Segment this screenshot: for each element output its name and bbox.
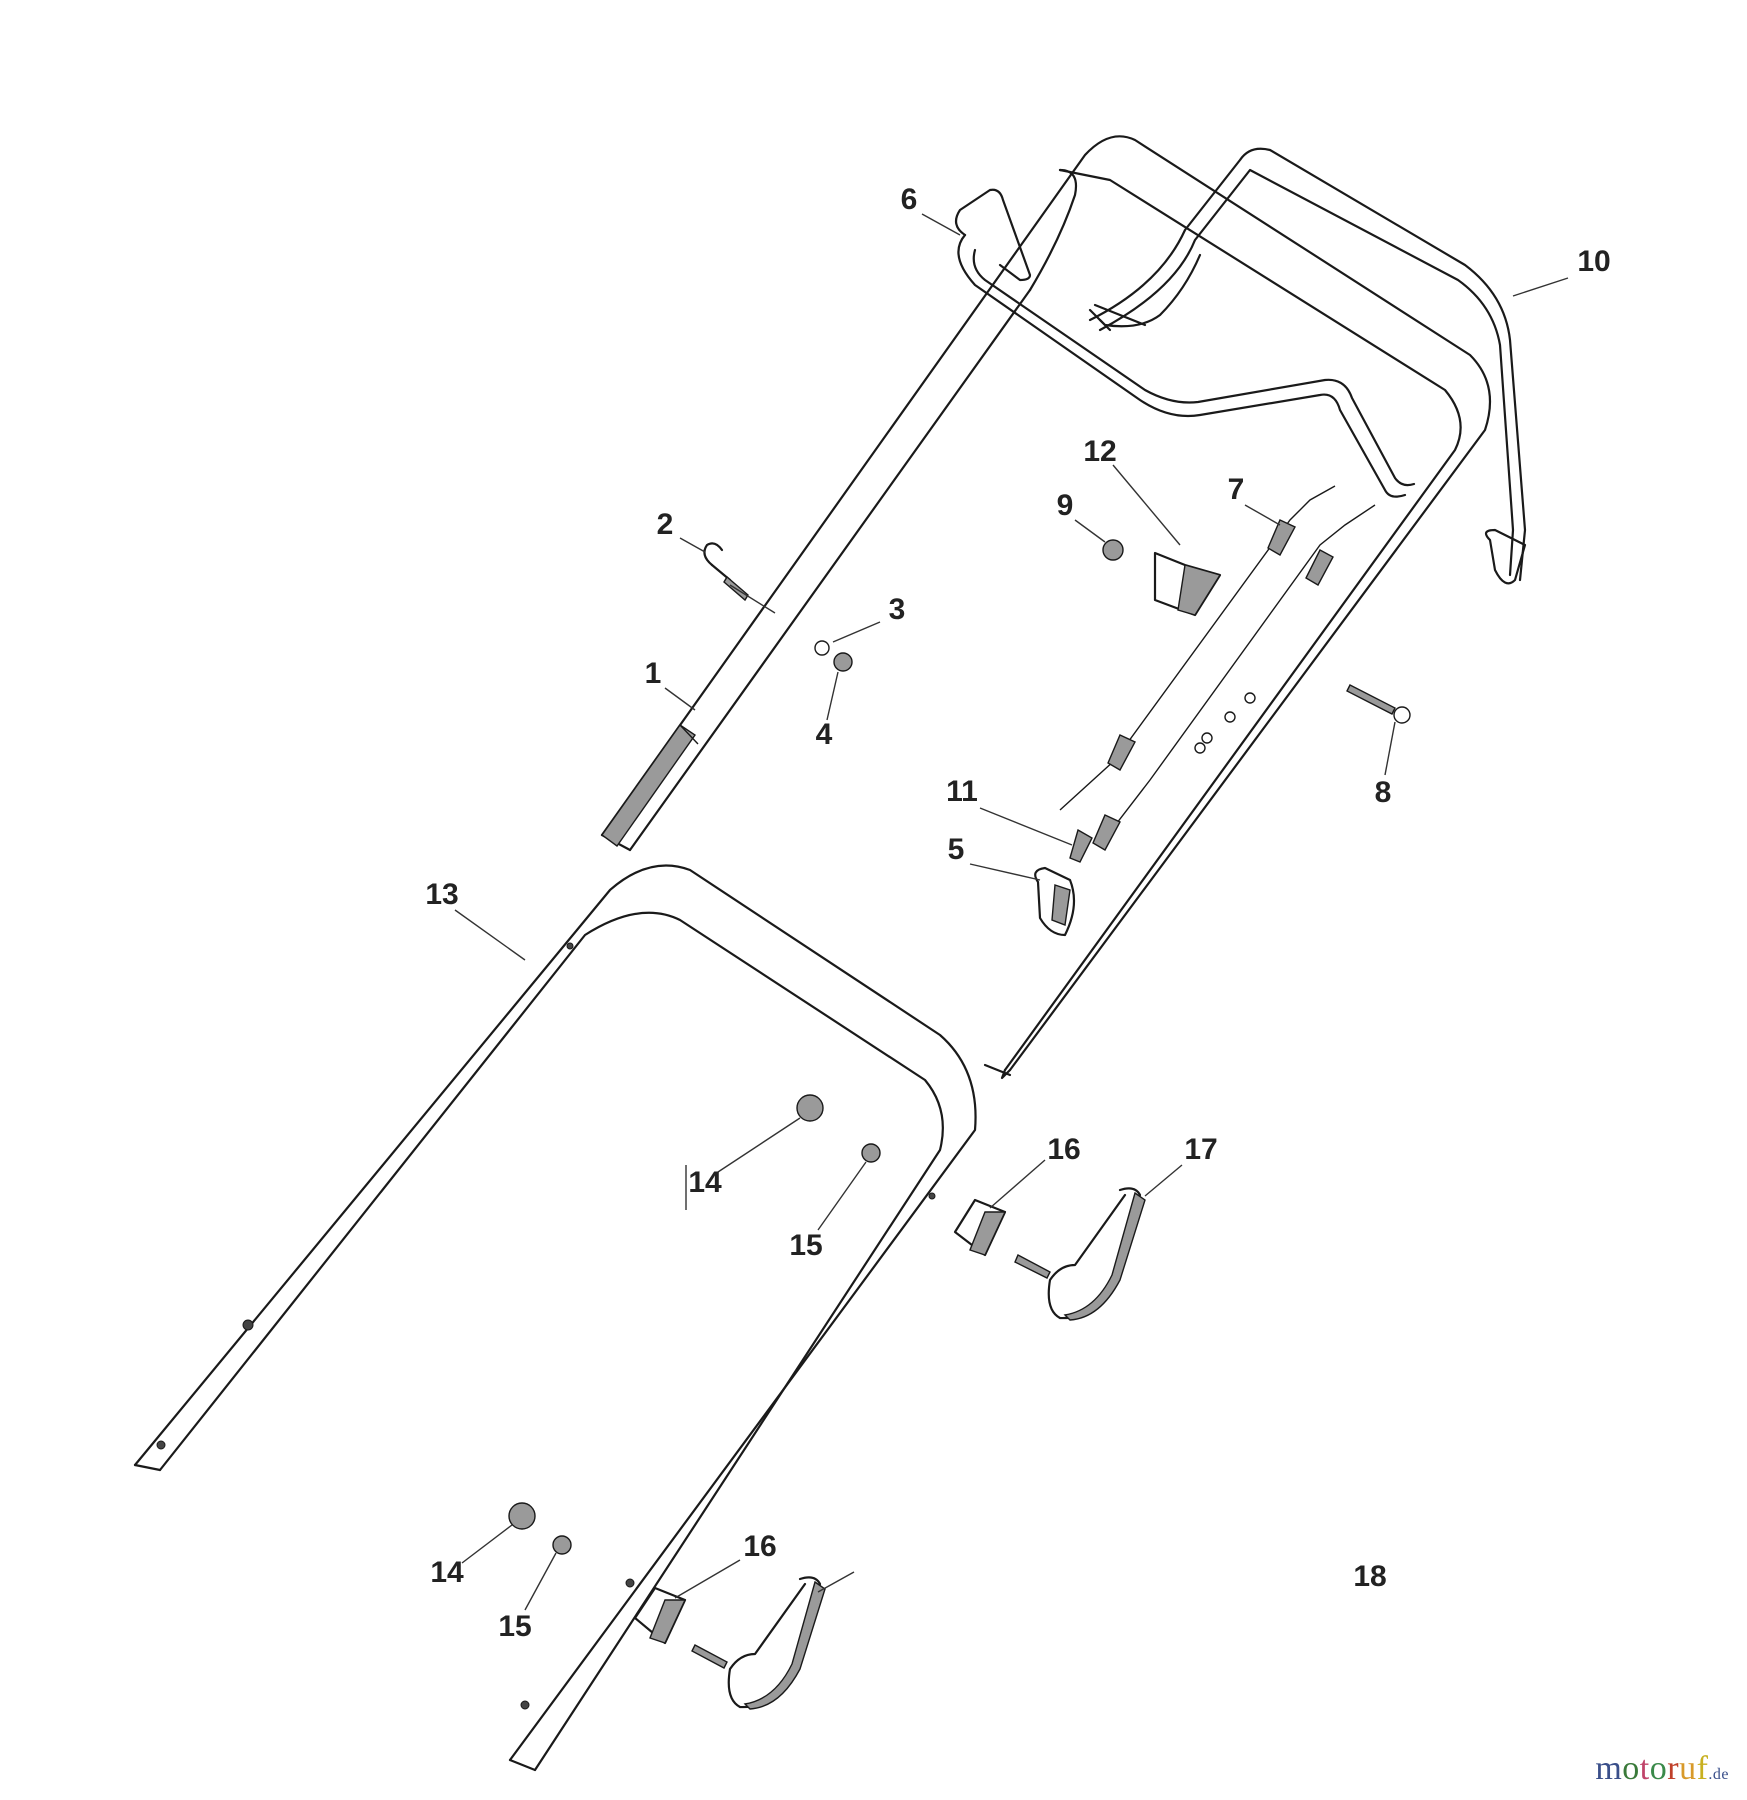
watermark-letter: t: [1639, 1750, 1650, 1787]
callout-15-lower: 15: [498, 1610, 532, 1643]
leader-lines: [454, 213, 1569, 1611]
callout-18: 18: [1353, 1560, 1387, 1593]
control-bar-part-10: [1088, 147, 1527, 585]
callout-12: 12: [1083, 435, 1117, 468]
knob-nut-part-14-upper: [796, 1094, 824, 1122]
callout-11: 11: [946, 775, 978, 808]
callout-16-lower: 16: [743, 1530, 777, 1563]
cable-barrel-part-11: [1069, 828, 1093, 863]
spacer-part-16-upper: [953, 1198, 1007, 1257]
nut-part-15-lower: [552, 1535, 572, 1555]
tube-insert-part-1: [601, 724, 699, 847]
wire-bail-part-6: [954, 188, 1416, 498]
nut-part-15-upper: [861, 1143, 881, 1163]
handle-knob-part-17: [1014, 1187, 1146, 1321]
watermark-tld: .de: [1708, 1766, 1729, 1783]
handle-knob-part-18: [691, 1576, 826, 1710]
callout-4: 4: [815, 718, 833, 751]
callout-5: 5: [947, 833, 965, 866]
upper-handle-tube: [600, 135, 1492, 1080]
callout-14-upper: 14: [688, 1166, 722, 1199]
control-bar-inner-loop: [1088, 253, 1202, 328]
callout-17: 17: [1184, 1133, 1218, 1166]
callout-15-upper: 15: [789, 1229, 823, 1262]
callout-16-upper: 16: [1047, 1133, 1081, 1166]
callout-6: 6: [900, 183, 918, 216]
bolt-part-8: [1346, 684, 1411, 724]
callout-3: 3: [888, 593, 906, 626]
cable-clip-part-12: [1153, 551, 1222, 617]
motoruf-watermark: motoruf.de: [1595, 1750, 1729, 1788]
lower-handle-part-13: [133, 864, 977, 1772]
watermark-letter: r: [1667, 1750, 1680, 1787]
callout-2: 2: [656, 508, 674, 541]
callout-14-lower: 14: [430, 1556, 464, 1589]
watermark-letter: m: [1595, 1750, 1623, 1787]
callout-8: 8: [1374, 776, 1392, 809]
knob-nut-part-14-lower: [508, 1502, 536, 1530]
nut-part-4: [833, 652, 853, 672]
watermark-letter: o: [1649, 1750, 1668, 1787]
watermark-letter: o: [1622, 1750, 1640, 1787]
callout-1: 1: [644, 657, 662, 690]
washer-part-3: [814, 640, 830, 656]
watermark-letter: f: [1696, 1750, 1709, 1787]
callout-9: 9: [1056, 489, 1074, 522]
watermark-letter: u: [1679, 1750, 1697, 1787]
cables-part-7: [1059, 485, 1376, 851]
nut-part-9: [1102, 539, 1124, 561]
cable-clamp-part-5: [1034, 866, 1076, 937]
callout-13: 13: [425, 878, 459, 911]
callout-7: 7: [1227, 473, 1245, 506]
spacer-part-16-lower: [633, 1586, 687, 1645]
callout-10: 10: [1577, 245, 1611, 278]
